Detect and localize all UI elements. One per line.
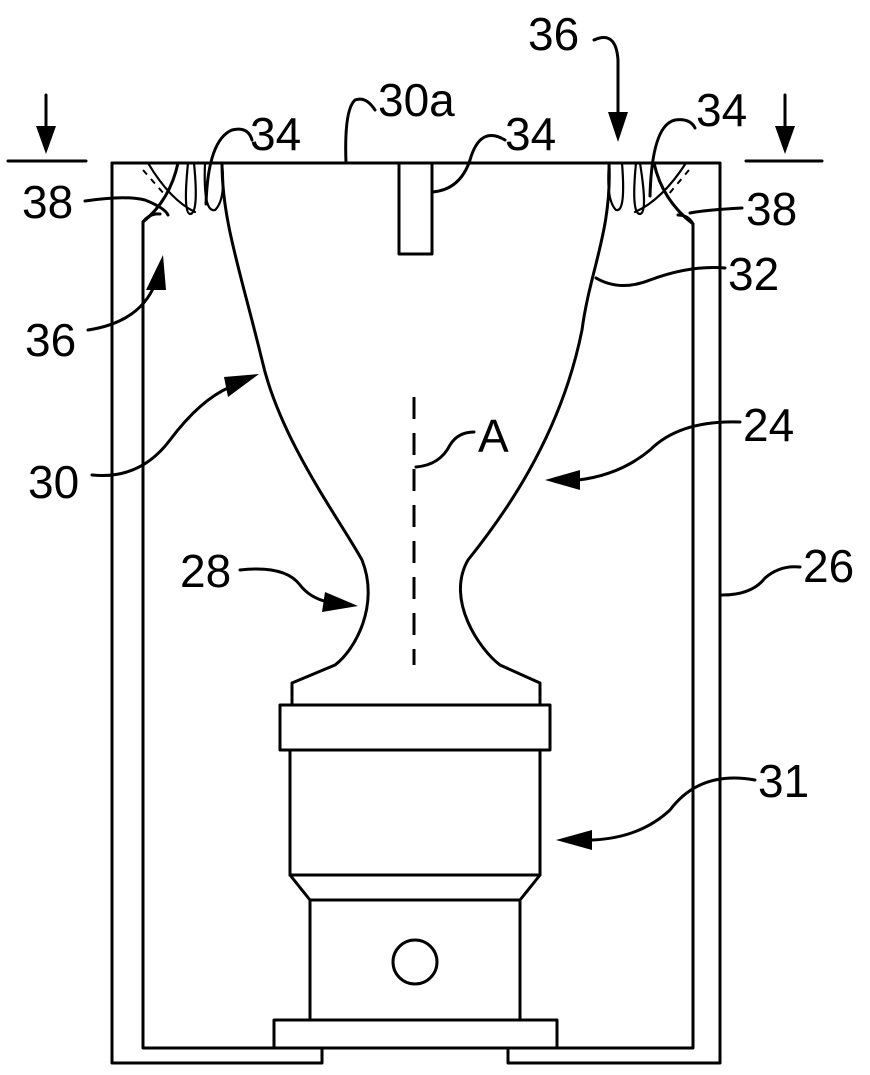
section-cut-right: [746, 95, 822, 161]
label-38-right: 38: [746, 183, 797, 235]
label-28: 28: [180, 545, 231, 597]
label-24: 24: [743, 399, 794, 451]
label-30: 30: [28, 456, 79, 508]
label-34-right: 34: [696, 84, 747, 136]
slot-34-center: [399, 163, 432, 254]
port-circle: [393, 940, 437, 984]
label-36-left: 36: [25, 314, 76, 366]
label-a: A: [478, 410, 509, 462]
section-cut-left: [8, 95, 86, 161]
label-34-center: 34: [505, 108, 556, 160]
label-36-top: 36: [528, 8, 579, 60]
label-38-left: 38: [22, 176, 73, 228]
label-34-left: 34: [250, 108, 301, 160]
label-30a: 30a: [378, 74, 455, 126]
transducer-31: [274, 705, 557, 1048]
reference-labels: 36 30a 34 34 34 38 38 36 32 24 30 A 28 2…: [22, 8, 854, 807]
housing-26: [112, 163, 720, 1063]
label-26: 26: [803, 540, 854, 592]
horn-body-30: [222, 163, 609, 705]
label-31: 31: [758, 755, 809, 807]
label-32: 32: [728, 248, 779, 300]
